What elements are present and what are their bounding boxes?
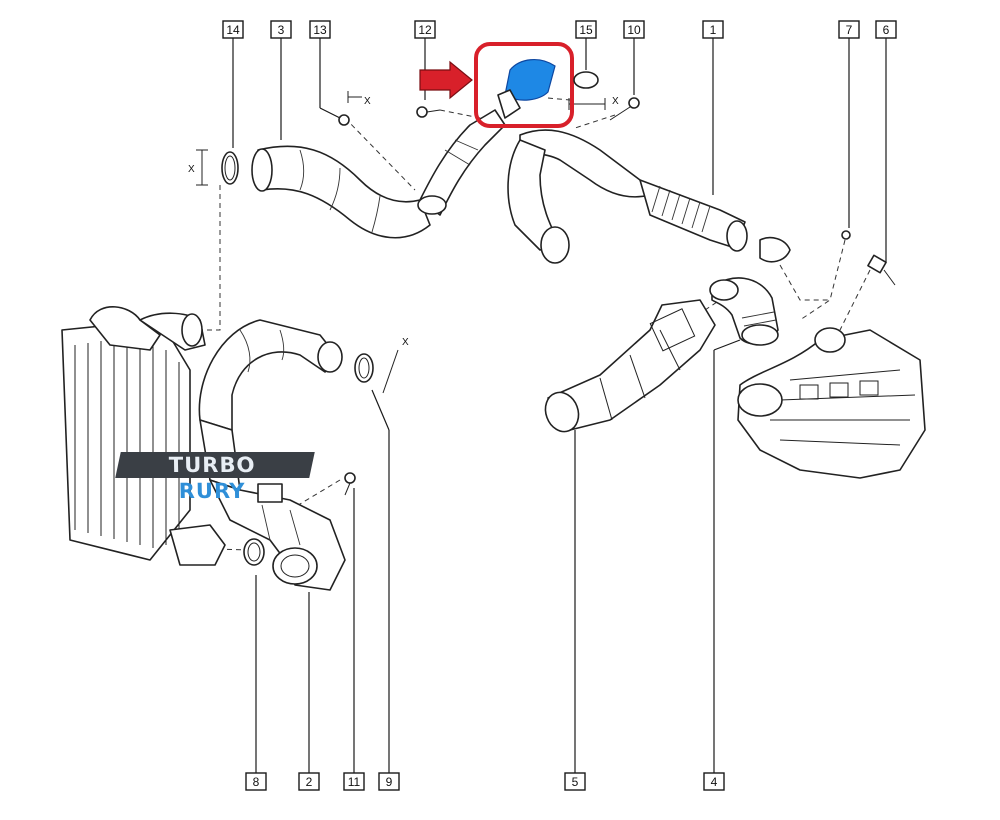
dimension-x-2: X [364,96,371,107]
engine-block [737,327,926,479]
callout-4: 4 [703,772,725,791]
dimension-x-3: X [612,96,619,107]
brand-text-turbo: TURBO [166,453,258,477]
callout-11: 11 [343,772,365,791]
callout-10: 10 [623,20,645,39]
callout-15: 15 [575,20,597,39]
callout-9: 9 [378,772,400,791]
part-1-hose [507,129,791,264]
svg-text:7: 7 [846,23,853,37]
callout-1: 1 [702,20,724,39]
svg-text:3: 3 [278,23,285,37]
callout-14: 14 [222,20,244,39]
callout-13: 13 [309,20,331,39]
svg-text:10: 10 [627,23,641,37]
svg-text:12: 12 [418,23,432,37]
svg-text:8: 8 [253,775,260,789]
svg-text:6: 6 [883,23,890,37]
svg-text:1: 1 [710,23,717,37]
callout-12: 12 [414,20,436,39]
pointer-arrow [419,60,473,100]
highlight-box [474,42,574,128]
part-5-duct [544,299,716,433]
svg-text:11: 11 [348,775,361,789]
dimension-x-4: X [402,337,409,348]
svg-text:2: 2 [306,775,313,789]
svg-text:9: 9 [386,775,393,789]
part-4-elbow [709,277,779,346]
leader-lines [232,38,887,773]
svg-text:5: 5 [572,775,579,789]
brand-text-rury: RURY [176,479,249,503]
dimension-x-1: X [188,164,195,175]
svg-text:13: 13 [313,23,327,37]
part-2-pipe [209,479,346,591]
callout-3: 3 [270,20,292,39]
callout-2: 2 [298,772,320,791]
intercooler [61,306,226,566]
svg-text:4: 4 [711,775,718,789]
callout-7: 7 [838,20,860,39]
fasteners [338,71,896,496]
svg-text:15: 15 [579,23,593,37]
dimension-marks: X X X X [188,91,619,394]
part-3-hose [221,145,431,239]
callout-6: 6 [875,20,897,39]
callout-5: 5 [564,772,586,791]
svg-text:14: 14 [226,23,240,37]
callout-8: 8 [245,772,267,791]
